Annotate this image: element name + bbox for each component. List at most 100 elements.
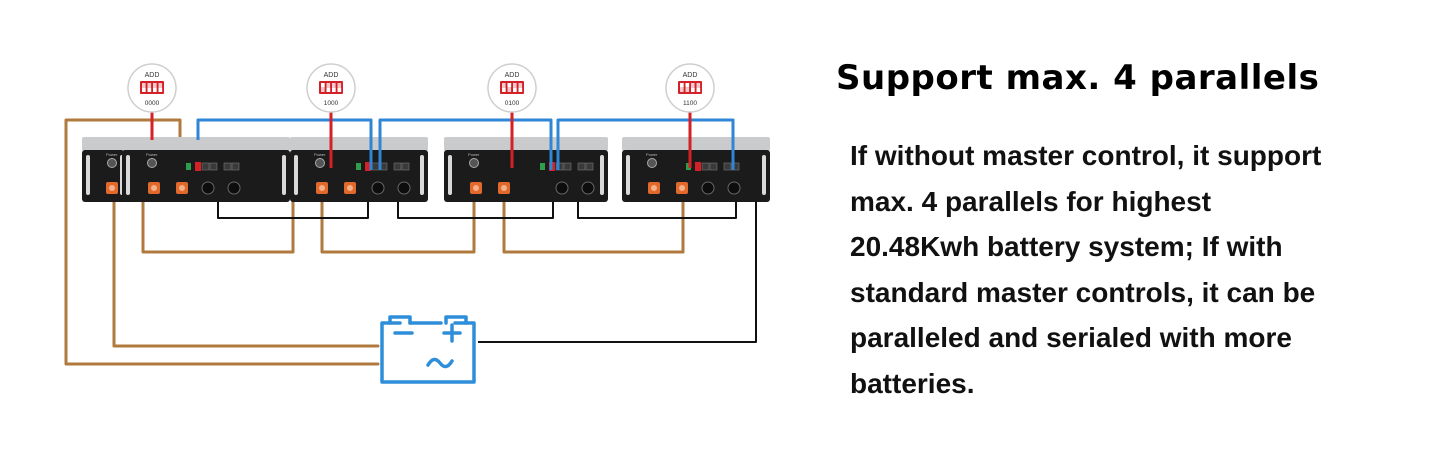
- port-icon: [709, 162, 718, 171]
- inverter-terminal: [444, 315, 468, 325]
- switch-slot: [691, 83, 695, 92]
- port-icon: [371, 162, 380, 171]
- switch-lever: [332, 88, 336, 92]
- description: If without master control, it support ma…: [850, 133, 1420, 406]
- port-icon: [701, 162, 710, 171]
- positive-cable: [141, 198, 295, 254]
- comm-cable: [378, 118, 553, 170]
- switch-lever: [321, 83, 325, 87]
- switch-lever: [147, 88, 152, 92]
- positive-cable: [502, 198, 685, 254]
- badge-label: ADD: [505, 72, 520, 79]
- battery-module-icon: Power: [444, 137, 608, 202]
- module-handle: [420, 155, 424, 195]
- negative-terminal-icon: [555, 181, 569, 195]
- switch-lever: [696, 88, 701, 92]
- heading: Support max. 4 parallels: [836, 58, 1320, 98]
- terminal-bolt: [109, 185, 115, 191]
- switch-lever: [507, 83, 512, 87]
- power-label: Power: [646, 152, 658, 157]
- module-front-panel: [444, 150, 608, 202]
- negative-terminal-icon: [371, 181, 385, 195]
- power-button-icon: [647, 158, 657, 168]
- switch-lever: [502, 88, 506, 92]
- battery-modules: Power Power Power Power Power: [82, 137, 770, 202]
- switch-slot: [518, 83, 523, 92]
- description-line: If without master control, it support: [850, 140, 1322, 171]
- module-top: [622, 137, 770, 151]
- positive-cable: [112, 190, 380, 348]
- battery-module-icon: Power: [622, 137, 770, 202]
- power-label: Power: [106, 152, 118, 157]
- port-icon: [577, 162, 586, 171]
- description-line: standard master controls, it can be: [850, 276, 1316, 308]
- inverter-terminal: [388, 315, 412, 325]
- description-line: max. 4 parallels for highest: [850, 185, 1212, 217]
- dip-switch-icon: [500, 81, 524, 94]
- negative-terminal-icon: [397, 181, 411, 195]
- terminal-bolt: [501, 185, 507, 191]
- dip-switch-icon: [365, 162, 371, 171]
- module-handle: [448, 155, 452, 195]
- power-label: Power: [146, 152, 158, 157]
- port-icon: [723, 162, 732, 171]
- terminal-bolt: [473, 185, 479, 191]
- terminal-bolt: [347, 185, 353, 191]
- module-front-panel: [122, 150, 290, 202]
- inverter-body: [380, 321, 476, 384]
- terminal-bolt: [679, 185, 685, 191]
- switch-slot: [142, 83, 146, 92]
- negative-terminal-icon: [581, 181, 595, 195]
- dip-switch-icon: [195, 162, 201, 171]
- switch-slot: [337, 83, 342, 92]
- port-icon: [231, 162, 240, 171]
- negative-terminal-icon: [701, 181, 715, 195]
- battery-module-icon: Power: [122, 137, 290, 202]
- port-icon: [563, 162, 572, 171]
- negative-terminal-icon: [727, 181, 741, 195]
- power-button-icon: [315, 158, 325, 168]
- module-top: [444, 137, 608, 151]
- switch-slot: [321, 83, 325, 92]
- terminal-bolt: [319, 185, 325, 191]
- switch-slot: [332, 83, 336, 92]
- led-icon: [540, 163, 545, 170]
- switch-lever: [153, 88, 157, 92]
- negative-cable: [217, 198, 369, 219]
- switch-lever: [142, 88, 146, 92]
- comm-cable: [196, 118, 373, 170]
- port-icon: [401, 162, 410, 171]
- switch-lever: [680, 83, 684, 87]
- port-icon: [209, 162, 218, 171]
- module-handle: [600, 155, 604, 195]
- switch-slot: [680, 83, 684, 92]
- port-icon: [585, 162, 594, 171]
- led-icon: [186, 163, 191, 170]
- dip-switch-icon: [695, 162, 701, 171]
- negative-terminal-icon: [201, 181, 215, 195]
- module-front-panel: [622, 150, 770, 202]
- switch-lever: [326, 88, 331, 92]
- negative-cable: [478, 198, 757, 343]
- switch-slot: [507, 83, 512, 92]
- badge-label: ADD: [324, 72, 339, 79]
- module-top: [122, 137, 290, 151]
- switch-slot: [147, 83, 152, 92]
- switch-lever: [691, 88, 695, 92]
- power-label: Power: [314, 152, 326, 157]
- module-front-panel: [290, 150, 428, 202]
- negative-terminal-icon: [227, 181, 241, 195]
- module-handle: [282, 155, 286, 195]
- module-handle: [762, 155, 766, 195]
- switch-slot: [513, 83, 517, 92]
- badge-label: ADD: [145, 72, 160, 79]
- module-top: [82, 137, 128, 151]
- ac-wave-icon: [426, 357, 454, 369]
- badge-label: ADD: [683, 72, 698, 79]
